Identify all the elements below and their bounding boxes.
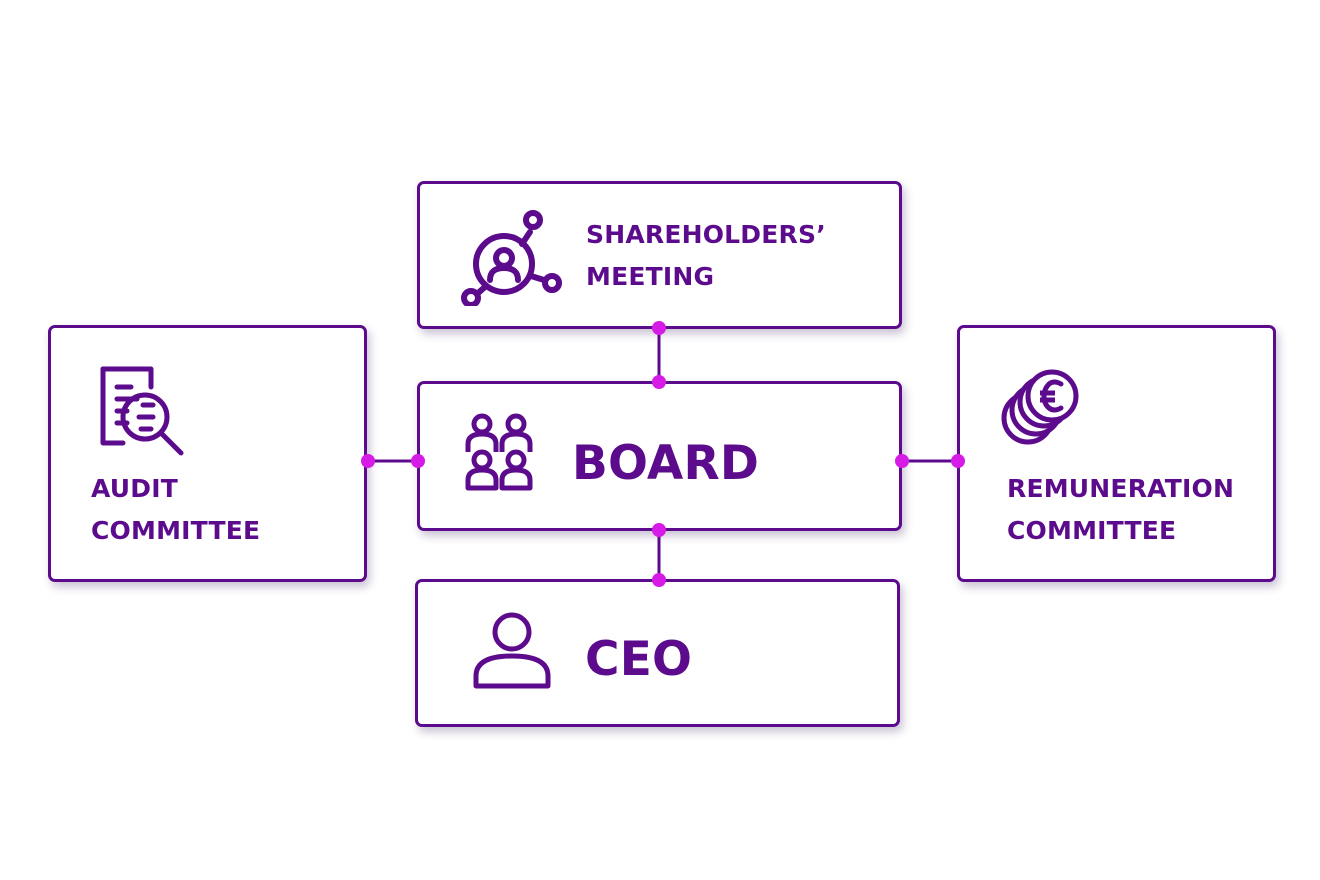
label-line: AUDIT xyxy=(91,474,178,503)
node-label: REMUNERATION COMMITTEE xyxy=(1007,468,1234,552)
person-icon xyxy=(470,612,560,696)
euro-coins-icon xyxy=(1000,368,1090,457)
node-label: AUDIT COMMITTEE xyxy=(91,468,260,552)
label-line: COMMITTEE xyxy=(1007,516,1177,545)
label-line: CEO xyxy=(585,632,693,687)
network-person-icon xyxy=(460,206,570,310)
node-remuneration-committee: REMUNERATION COMMITTEE xyxy=(957,325,1276,582)
label-line: COMMITTEE xyxy=(91,516,261,545)
node-label: CEO xyxy=(585,632,692,688)
document-magnifier-icon xyxy=(97,363,192,462)
node-board: BOARD xyxy=(417,381,902,531)
label-line: MEETING xyxy=(586,262,715,291)
group-people-icon xyxy=(460,412,540,496)
label-line: BOARD xyxy=(572,436,760,491)
label-line: SHAREHOLDERS’ xyxy=(586,220,826,249)
node-label: SHAREHOLDERS’ MEETING xyxy=(586,214,826,298)
node-label: BOARD xyxy=(572,436,759,492)
label-line: REMUNERATION xyxy=(1007,474,1235,503)
node-shareholders-meeting: SHAREHOLDERS’ MEETING xyxy=(417,181,902,329)
node-audit-committee: AUDIT COMMITTEE xyxy=(48,325,367,582)
node-ceo: CEO xyxy=(415,579,900,727)
